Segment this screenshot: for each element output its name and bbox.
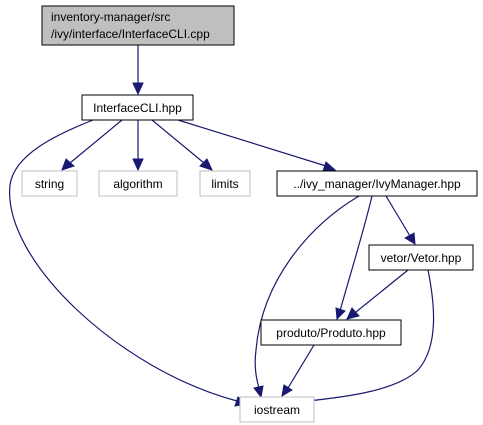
edge-interfacecli-to-iostream [9, 119, 249, 407]
node-limits[interactable]: limits [199, 170, 251, 197]
node-vetor-hpp-label: vetor/Vetor.hpp [381, 251, 462, 265]
node-interfacecli-cpp[interactable]: inventory-manager/src /ivy/interface/Int… [41, 5, 235, 46]
edge-ivymanager-to-produto-hpp [335, 195, 373, 321]
edge-interfacecli-to-string [61, 119, 123, 171]
node-iostream-label: iostream [254, 403, 300, 417]
edge-produto-to-iostream [281, 344, 315, 397]
edge-vetor-to-produto-hpp [346, 269, 409, 320]
edge-root-to-interfacecli-hpp [132, 45, 144, 96]
node-iostream[interactable]: iostream [239, 396, 315, 423]
node-algorithm[interactable]: algorithm [98, 170, 178, 197]
edge-interfacecli-to-ivymanager-hpp [177, 119, 337, 172]
edge-interfacecli-to-algorithm [132, 120, 144, 172]
node-string[interactable]: string [21, 170, 78, 197]
node-interfacecli-hpp-label: InterfaceCLI.hpp [93, 101, 182, 115]
node-interfacecli-hpp[interactable]: InterfaceCLI.hpp [81, 94, 194, 121]
node-interfacecli-cpp-line2: /ivy/interface/InterfaceCLI.cpp [51, 27, 210, 41]
edge-ivymanager-to-iostream [253, 195, 360, 399]
node-vetor-hpp[interactable]: vetor/Vetor.hpp [368, 244, 474, 271]
node-algorithm-label: algorithm [113, 177, 162, 191]
node-string-label: string [35, 177, 64, 191]
node-produto-hpp[interactable]: produto/Produto.hpp [260, 319, 402, 346]
edge-ivymanager-to-vetor-hpp [385, 195, 416, 245]
node-ivymanager-hpp-label: ../ivy_manager/IvyManager.hpp [293, 177, 461, 191]
node-produto-hpp-label: produto/Produto.hpp [276, 326, 386, 340]
node-limits-label: limits [211, 177, 238, 191]
edge-interfacecli-to-limits [151, 119, 213, 171]
node-interfacecli-cpp-line1: inventory-manager/src [51, 10, 170, 24]
node-ivymanager-hpp[interactable]: ../ivy_manager/IvyManager.hpp [276, 170, 478, 197]
